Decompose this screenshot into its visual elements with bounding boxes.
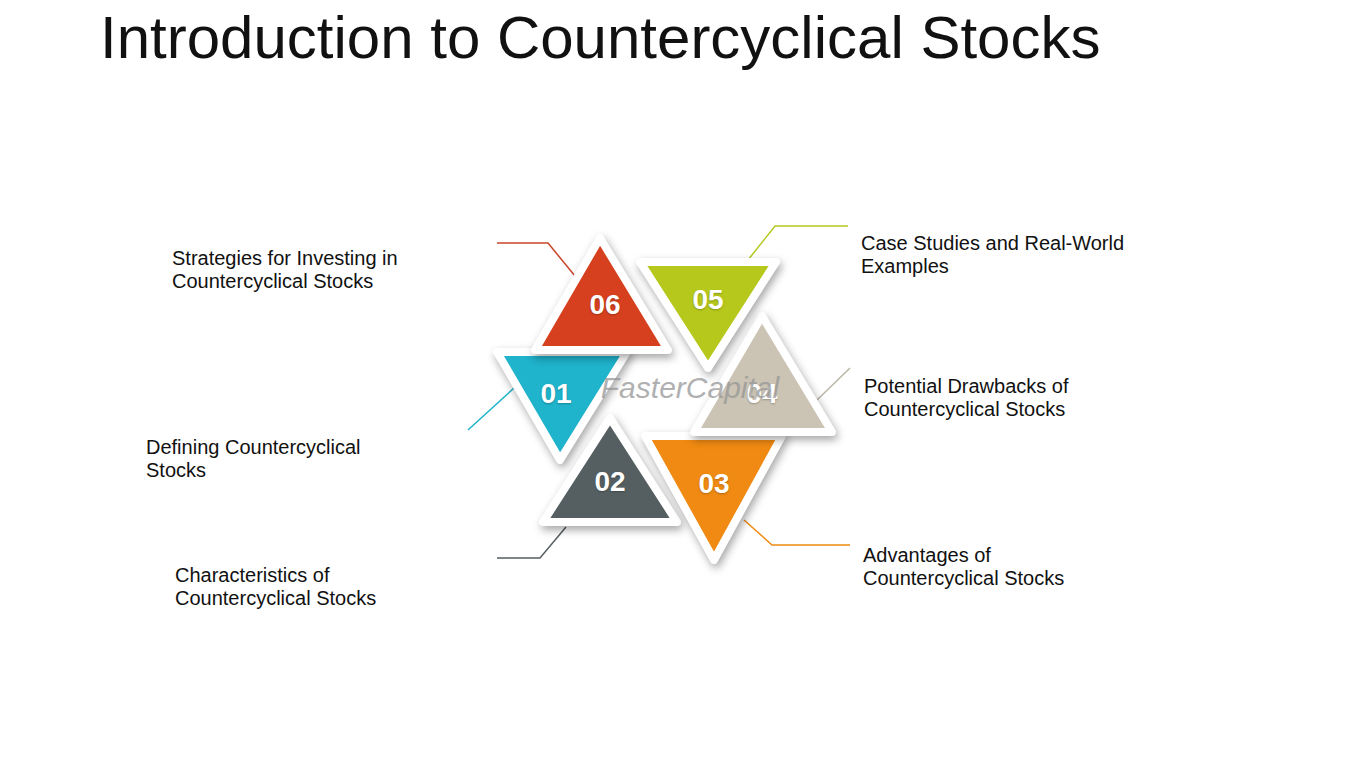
callout-number: 06	[589, 289, 620, 321]
triangle-fill	[535, 238, 668, 350]
leader-line	[497, 527, 566, 558]
leader-line	[748, 226, 848, 260]
topic-label: Defining Countercyclical Stocks	[146, 436, 416, 482]
callout-number: 01	[540, 378, 571, 410]
topic-label: Characteristics of Countercyclical Stock…	[175, 564, 430, 610]
topic-label: Advantages of Countercyclical Stocks	[863, 544, 1118, 590]
leader-line	[497, 243, 575, 276]
callout-number: 03	[698, 468, 729, 500]
topic-label: Case Studies and Real-World Examples	[861, 232, 1186, 278]
leader-line	[817, 368, 850, 400]
callout-number: 02	[594, 466, 625, 498]
triangle-tile: 06Strategies for Investing in Countercyc…	[525, 228, 678, 360]
triangle-tile: 03Advantages of Countercyclical Stocks	[635, 426, 792, 570]
triangle-fill	[645, 436, 782, 560]
page-title: Introduction to Countercyclical Stocks	[100, 2, 1100, 74]
leader-line	[468, 388, 514, 430]
triangle-tile: 05Case Studies and Real-World Examples	[630, 252, 786, 378]
topic-label: Potential Drawbacks of Countercyclical S…	[864, 375, 1119, 421]
watermark: FasterCapital	[601, 371, 779, 405]
topic-label: Strategies for Investing in Countercycli…	[172, 247, 452, 293]
leader-line	[744, 520, 850, 545]
callout-number: 05	[692, 284, 723, 316]
